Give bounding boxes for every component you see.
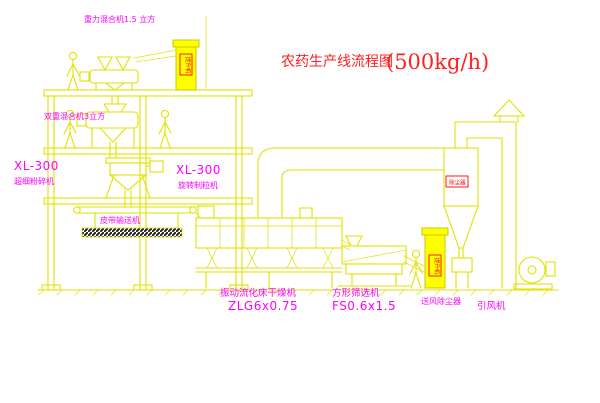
person-figure <box>66 51 80 91</box>
rain-cap <box>492 99 526 123</box>
diagram-capacity: (500kg/h) <box>386 50 489 74</box>
tag-elevator2: 提升机 <box>433 258 441 275</box>
belt-conveyor <box>73 205 202 228</box>
stack-and-outlet-pipe <box>454 99 526 289</box>
label-conveyor: 皮带输送机 <box>100 215 140 225</box>
ground-line <box>37 227 559 296</box>
label-mixer2: 双重混合机3立方 <box>44 111 105 121</box>
diagram-title: 农药生产线流程图 <box>281 54 393 70</box>
label-fan: 引风机 <box>477 300 506 312</box>
tag-elevator1: 提升机 <box>184 57 192 74</box>
fluid-bed-dryer <box>195 205 353 289</box>
double-mixer <box>76 103 139 159</box>
bucket-elevator-2: 提升机 <box>421 227 449 289</box>
label-dryer-model: ZLG6x0.75 <box>228 299 298 313</box>
label-duster: 送风除尘器 <box>421 296 461 306</box>
label-granulator2-model: XL-300 <box>176 163 221 177</box>
label-dryer: 振动流化床干燥机 <box>220 287 297 299</box>
bucket-elevator-1: 提升机 <box>133 39 200 91</box>
text-labels: 重力混合机1.5 立方 双重混合机3立方 XL-300 超细粉碎机 XL-300… <box>14 14 506 313</box>
gravity-mixer <box>79 56 139 105</box>
building-frame <box>41 15 253 291</box>
label-granulator1-model: XL-300 <box>14 159 59 173</box>
granulator <box>105 157 164 207</box>
label-sieve: 方形筛选机 <box>332 287 380 299</box>
person-figure <box>409 249 423 289</box>
label-sieve-model: FS0.6x1.5 <box>332 299 396 313</box>
tag-cyclone: 除尘器 <box>449 179 466 187</box>
cyclone-separator: 除尘器 <box>443 147 479 289</box>
person-figure <box>158 109 172 149</box>
label-granulator2-name: 旋转制粒机 <box>178 180 218 190</box>
square-sieve <box>337 235 425 287</box>
exhaust-elbow-duct <box>257 147 445 219</box>
pit-hatch-band <box>81 227 183 238</box>
label-granulator1-name: 超细粉碎机 <box>14 176 54 186</box>
label-mixer1: 重力混合机1.5 立方 <box>84 14 155 24</box>
induced-draft-fan <box>513 256 556 290</box>
